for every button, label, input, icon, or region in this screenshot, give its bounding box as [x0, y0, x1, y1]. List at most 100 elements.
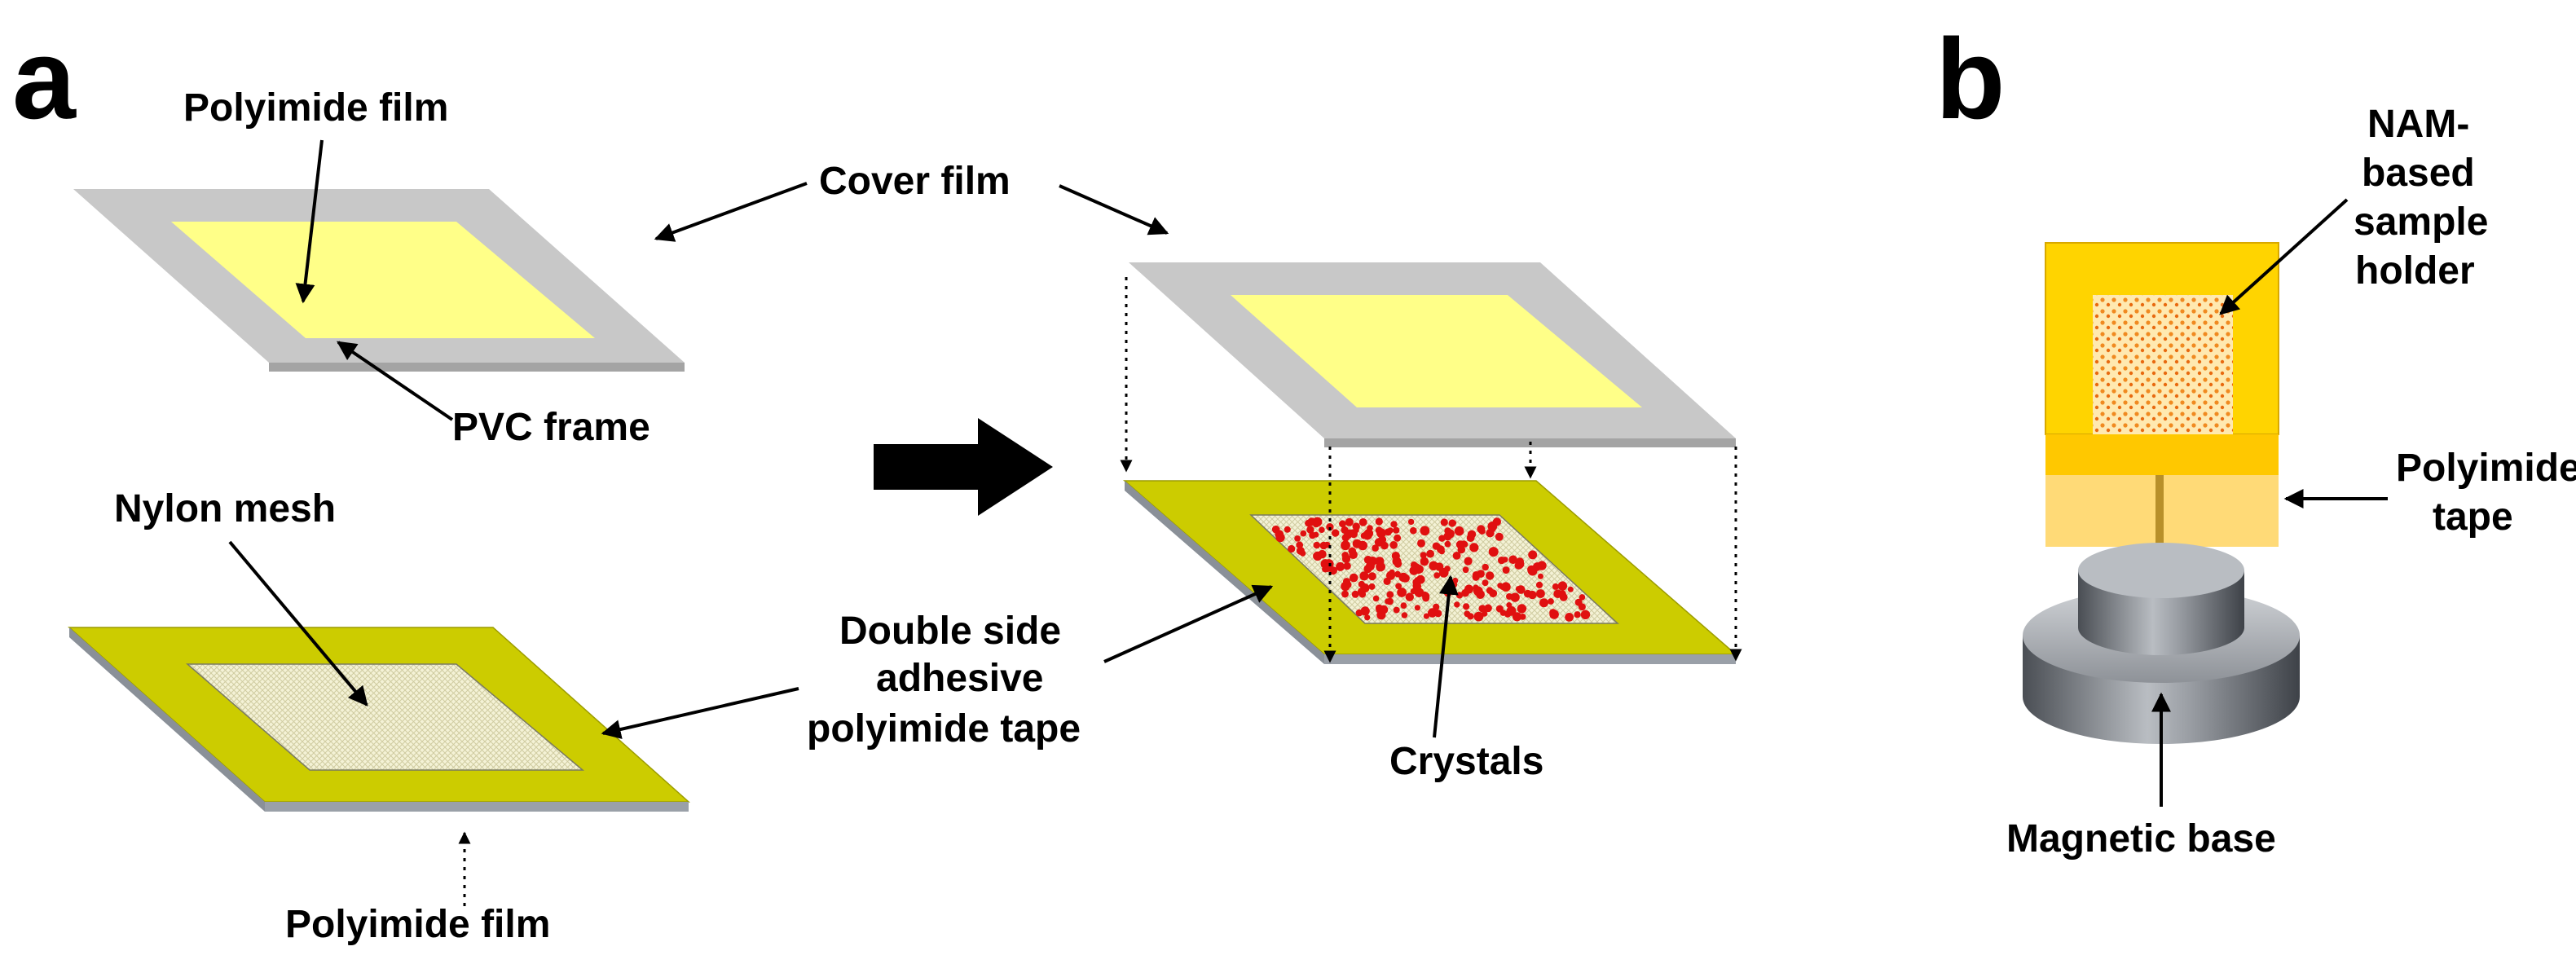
- crystal-dot: [1528, 590, 1537, 600]
- crystal-dot: [1306, 526, 1314, 534]
- label-nam-1: NAM-: [2367, 103, 2469, 146]
- crystal-dot: [1318, 549, 1327, 559]
- crystal-dot: [1412, 582, 1422, 591]
- crystal-dot: [1539, 598, 1548, 608]
- crystal-dot: [1420, 557, 1429, 566]
- crystal-dot: [1387, 573, 1394, 580]
- crystal-dot: [1407, 518, 1415, 526]
- crystal-dot: [1394, 534, 1402, 542]
- crystal-dot: [1450, 520, 1457, 526]
- crystal-dot: [1284, 526, 1291, 533]
- crystal-dot: [1512, 612, 1522, 622]
- crystal-dot: [1400, 602, 1407, 609]
- crystal-dot: [1397, 588, 1407, 597]
- crystal-dot: [1351, 590, 1359, 598]
- cover-film-right: [1129, 262, 1736, 447]
- crystal-dot: [1345, 517, 1354, 526]
- crystal-dot: [1454, 526, 1464, 536]
- crystal-dot: [1421, 591, 1429, 599]
- panel-label-b: b: [1935, 15, 2006, 143]
- crystal-dot: [1344, 530, 1353, 539]
- label-nylon-mesh: Nylon mesh: [114, 487, 336, 530]
- crystal-dot: [1469, 543, 1479, 552]
- crystal-dot: [1527, 566, 1538, 576]
- crystal-dot: [1343, 561, 1351, 570]
- alignment-dotted-lines: [1120, 277, 1742, 663]
- crystal-dot: [1464, 584, 1473, 594]
- crystal-dot: [1486, 529, 1495, 538]
- crystal-dot: [1435, 562, 1444, 571]
- crystal-dot: [1506, 605, 1517, 616]
- crystal-dot: [1360, 532, 1367, 539]
- crystal-dot: [1417, 539, 1425, 548]
- label-polyimide-tape-2: tape: [2433, 495, 2513, 539]
- crystal-dot: [1393, 526, 1400, 534]
- crystal-dot: [1486, 571, 1495, 580]
- crystal-dot: [1574, 598, 1583, 606]
- crystal-dot: [1482, 579, 1489, 587]
- crystal-dot: [1574, 611, 1581, 618]
- label-double-side-2: adhesive: [876, 657, 1043, 700]
- crystal-dot: [1451, 581, 1458, 588]
- crystal-dot: [1410, 588, 1416, 595]
- crystal-dot: [1565, 613, 1574, 622]
- crystal-dot: [1486, 587, 1494, 594]
- crystal-dot: [1553, 589, 1562, 598]
- crystal-dot: [1375, 526, 1383, 535]
- crystal-dot: [1452, 552, 1461, 560]
- crystal-dot: [1482, 563, 1489, 571]
- crystal-dot: [1440, 518, 1448, 526]
- crystal-dot: [1348, 547, 1357, 556]
- crystal-dot: [1300, 530, 1307, 537]
- crystal-dot: [1409, 566, 1419, 575]
- holder-sample-window: [2093, 295, 2233, 435]
- crystal-dot: [1433, 603, 1440, 610]
- crystal-dot: [1341, 552, 1349, 559]
- crystal-dot: [1341, 581, 1350, 592]
- crystal-dot: [1499, 610, 1507, 616]
- crystal-dot: [1528, 550, 1538, 560]
- crystal-assembly-right: [1122, 480, 1738, 664]
- crystal-dot: [1379, 605, 1389, 614]
- crystal-dot: [1294, 535, 1301, 542]
- crystal-dot: [1393, 606, 1400, 614]
- crystal-dot: [1454, 601, 1460, 608]
- crystal-dot: [1498, 557, 1506, 565]
- crystal-dot: [1502, 566, 1510, 574]
- crystal-dot: [1288, 544, 1296, 553]
- crystal-dot: [1389, 541, 1398, 549]
- crystal-dot: [1420, 526, 1430, 536]
- crystal-dot: [1444, 527, 1451, 535]
- crystal-dot: [1363, 556, 1372, 564]
- crystal-dot: [1372, 595, 1380, 602]
- label-nam-2: based: [2362, 152, 2475, 195]
- crystal-dot: [1386, 597, 1394, 605]
- crystal-dot: [1508, 555, 1517, 565]
- crystal-dot: [1376, 566, 1383, 572]
- crystal-dot: [1495, 532, 1504, 541]
- crystal-dot: [1433, 543, 1441, 550]
- label-nam-3: sample: [2354, 200, 2488, 244]
- crystal-dot: [1358, 590, 1367, 598]
- crystal-dot: [1395, 583, 1402, 590]
- label-pvc-frame: PVC frame: [452, 406, 650, 449]
- crystal-dot: [1464, 557, 1473, 566]
- crystal-dot: [1312, 520, 1320, 528]
- crystal-dot: [1463, 603, 1470, 610]
- crystal-dot: [1552, 583, 1559, 590]
- polyimide-film-window: [171, 222, 595, 338]
- crystal-dot: [1473, 584, 1479, 591]
- crystal-dot: [1299, 550, 1306, 557]
- crystal-dot: [1365, 561, 1375, 571]
- crystal-dot: [1557, 581, 1568, 591]
- label-magnetic-base: Magnetic base: [2006, 817, 2276, 861]
- crystal-dot: [1387, 527, 1394, 534]
- crystal-dot: [1464, 610, 1471, 618]
- crystal-dot: [1423, 613, 1429, 619]
- crystal-dot: [1313, 541, 1321, 549]
- crystal-dot: [1326, 523, 1334, 531]
- transition-arrow-icon: [874, 418, 1053, 516]
- crystal-dot: [1390, 521, 1398, 528]
